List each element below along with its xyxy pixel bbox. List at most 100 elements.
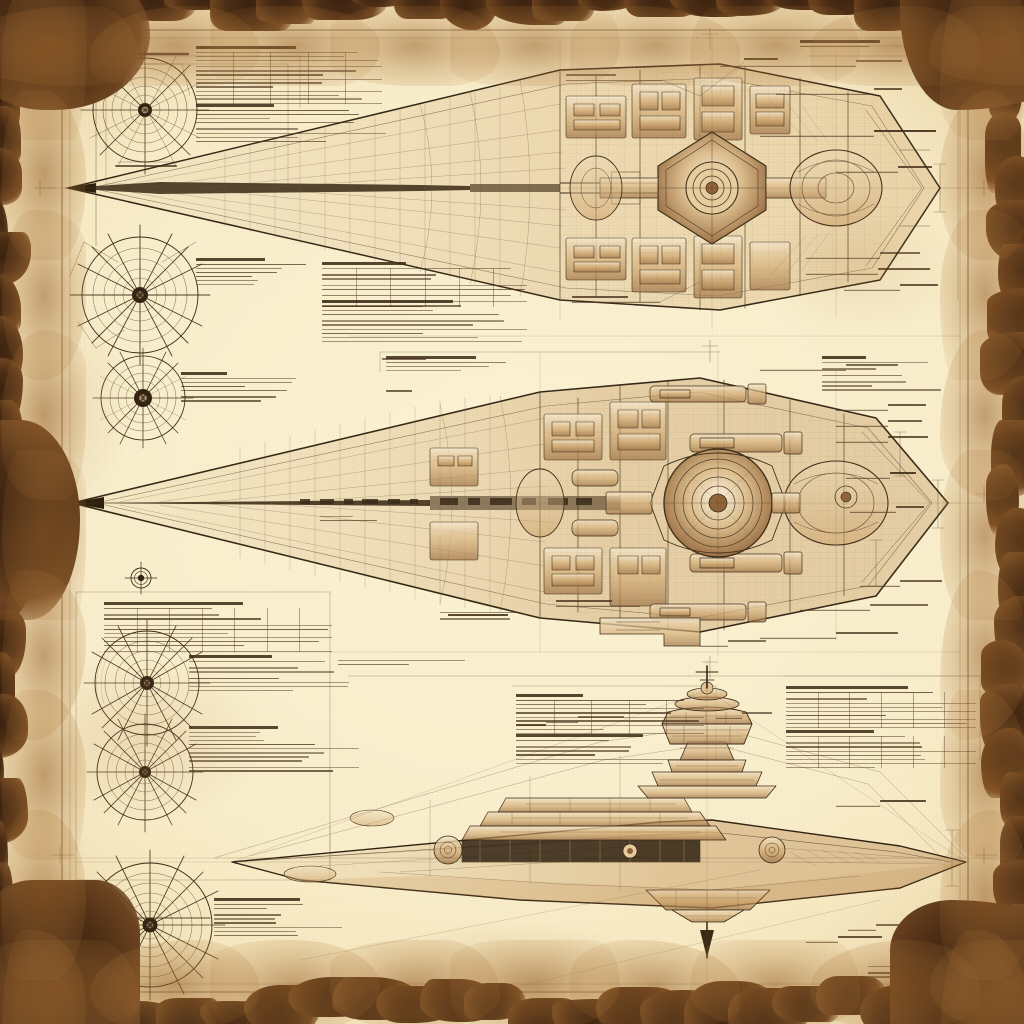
callout-label (870, 604, 928, 607)
annotation-line (322, 309, 433, 312)
callout-label (878, 268, 930, 271)
annotation-line (322, 313, 499, 316)
annotation-line (181, 400, 261, 402)
annotation-line (822, 374, 903, 377)
callout-label (890, 472, 916, 475)
legend-block-bottom-left (214, 898, 342, 941)
annotation-heading (516, 734, 644, 737)
annotation-line (822, 381, 906, 383)
annotation-body (181, 378, 299, 402)
annotation-rule (104, 636, 332, 638)
annotation-line (214, 934, 299, 936)
callout-leader (760, 370, 846, 371)
annotation-line (196, 110, 349, 112)
annotation-line (440, 618, 511, 620)
annotation-heading (822, 356, 867, 359)
callout-leader (760, 136, 874, 137)
annotation-line (516, 700, 684, 702)
annotation-rule (516, 708, 704, 710)
annotation-line (196, 279, 258, 282)
annotation-line (786, 766, 876, 769)
annotation-line (386, 362, 506, 364)
detail-radial-2 (69, 224, 211, 366)
annotation-line (189, 760, 302, 762)
annotation-line (189, 752, 324, 754)
callout-label (888, 420, 922, 423)
annotation-body (196, 264, 314, 286)
annotation-heading (104, 602, 244, 605)
annotation-rule (104, 624, 332, 626)
callout-label (728, 640, 766, 643)
annotation-line (104, 608, 213, 610)
annotation-line (786, 758, 926, 760)
annotation-body (104, 608, 332, 652)
annotation-line (189, 689, 293, 692)
detail-radial-3 (92, 347, 194, 449)
annotation-line (516, 762, 663, 764)
annotation-line (196, 128, 298, 130)
annotation-body (189, 732, 359, 772)
annotation-line (338, 663, 409, 666)
table-column-divider (201, 608, 203, 652)
note-above-elevation (338, 660, 498, 668)
annotation-rule (189, 748, 359, 750)
callout-label (846, 364, 898, 367)
annotation-rule (516, 758, 704, 760)
table-column-divider (912, 692, 914, 729)
annotation-body (338, 660, 498, 666)
tolerance-note (322, 300, 527, 344)
callout-leader (860, 586, 900, 587)
table-column-divider (912, 736, 914, 769)
annotation-line (516, 720, 699, 722)
annotation-line (822, 385, 872, 387)
annotation-line (104, 628, 329, 630)
annotation-line (322, 294, 512, 297)
annotation-line (214, 930, 297, 932)
annotation-line (516, 703, 646, 706)
detail-radial-5 (86, 713, 204, 833)
annotation-body (516, 740, 704, 764)
callout-label (874, 88, 902, 91)
callout-label (896, 506, 924, 509)
annotation-line (338, 660, 466, 662)
annotation-line (786, 698, 867, 700)
annotation-body (189, 661, 349, 692)
annotation-line (320, 516, 353, 518)
annotation-line (322, 340, 522, 342)
materials-note-top (196, 104, 386, 145)
annotation-line (516, 754, 596, 756)
callout-leader (836, 172, 898, 173)
table-column-divider (881, 692, 882, 729)
annotation-line (189, 661, 325, 663)
annotation-line (189, 732, 260, 734)
annotation-line (386, 369, 462, 372)
annotation-heading (196, 104, 275, 107)
callout-label (900, 284, 938, 287)
annotation-body (822, 362, 950, 391)
annotation-line (196, 117, 271, 120)
annotation-line (516, 750, 630, 752)
annotation-line (181, 385, 246, 388)
callout-leader (556, 606, 640, 607)
annotation-heading (322, 300, 453, 303)
callout-label (386, 390, 412, 393)
section-note-left-upper (196, 258, 314, 288)
table-column-divider (849, 692, 851, 729)
table-column-divider (266, 608, 268, 652)
callout-leader (850, 512, 896, 513)
annotation-line (189, 743, 315, 746)
callout-leader (836, 410, 888, 411)
annotation-body (320, 516, 394, 522)
callout-label (888, 436, 928, 439)
annotation-line (786, 754, 921, 756)
table-column-divider (169, 608, 170, 652)
annotation-heading (196, 258, 266, 261)
callout-leader (836, 426, 888, 427)
charred-blob (164, 0, 249, 10)
annotation-line (181, 389, 287, 392)
annotation-line (196, 275, 252, 278)
charred-blob (762, 0, 840, 11)
annotation-line (196, 86, 274, 88)
annotation-line (196, 98, 363, 100)
callout-label (556, 600, 612, 603)
